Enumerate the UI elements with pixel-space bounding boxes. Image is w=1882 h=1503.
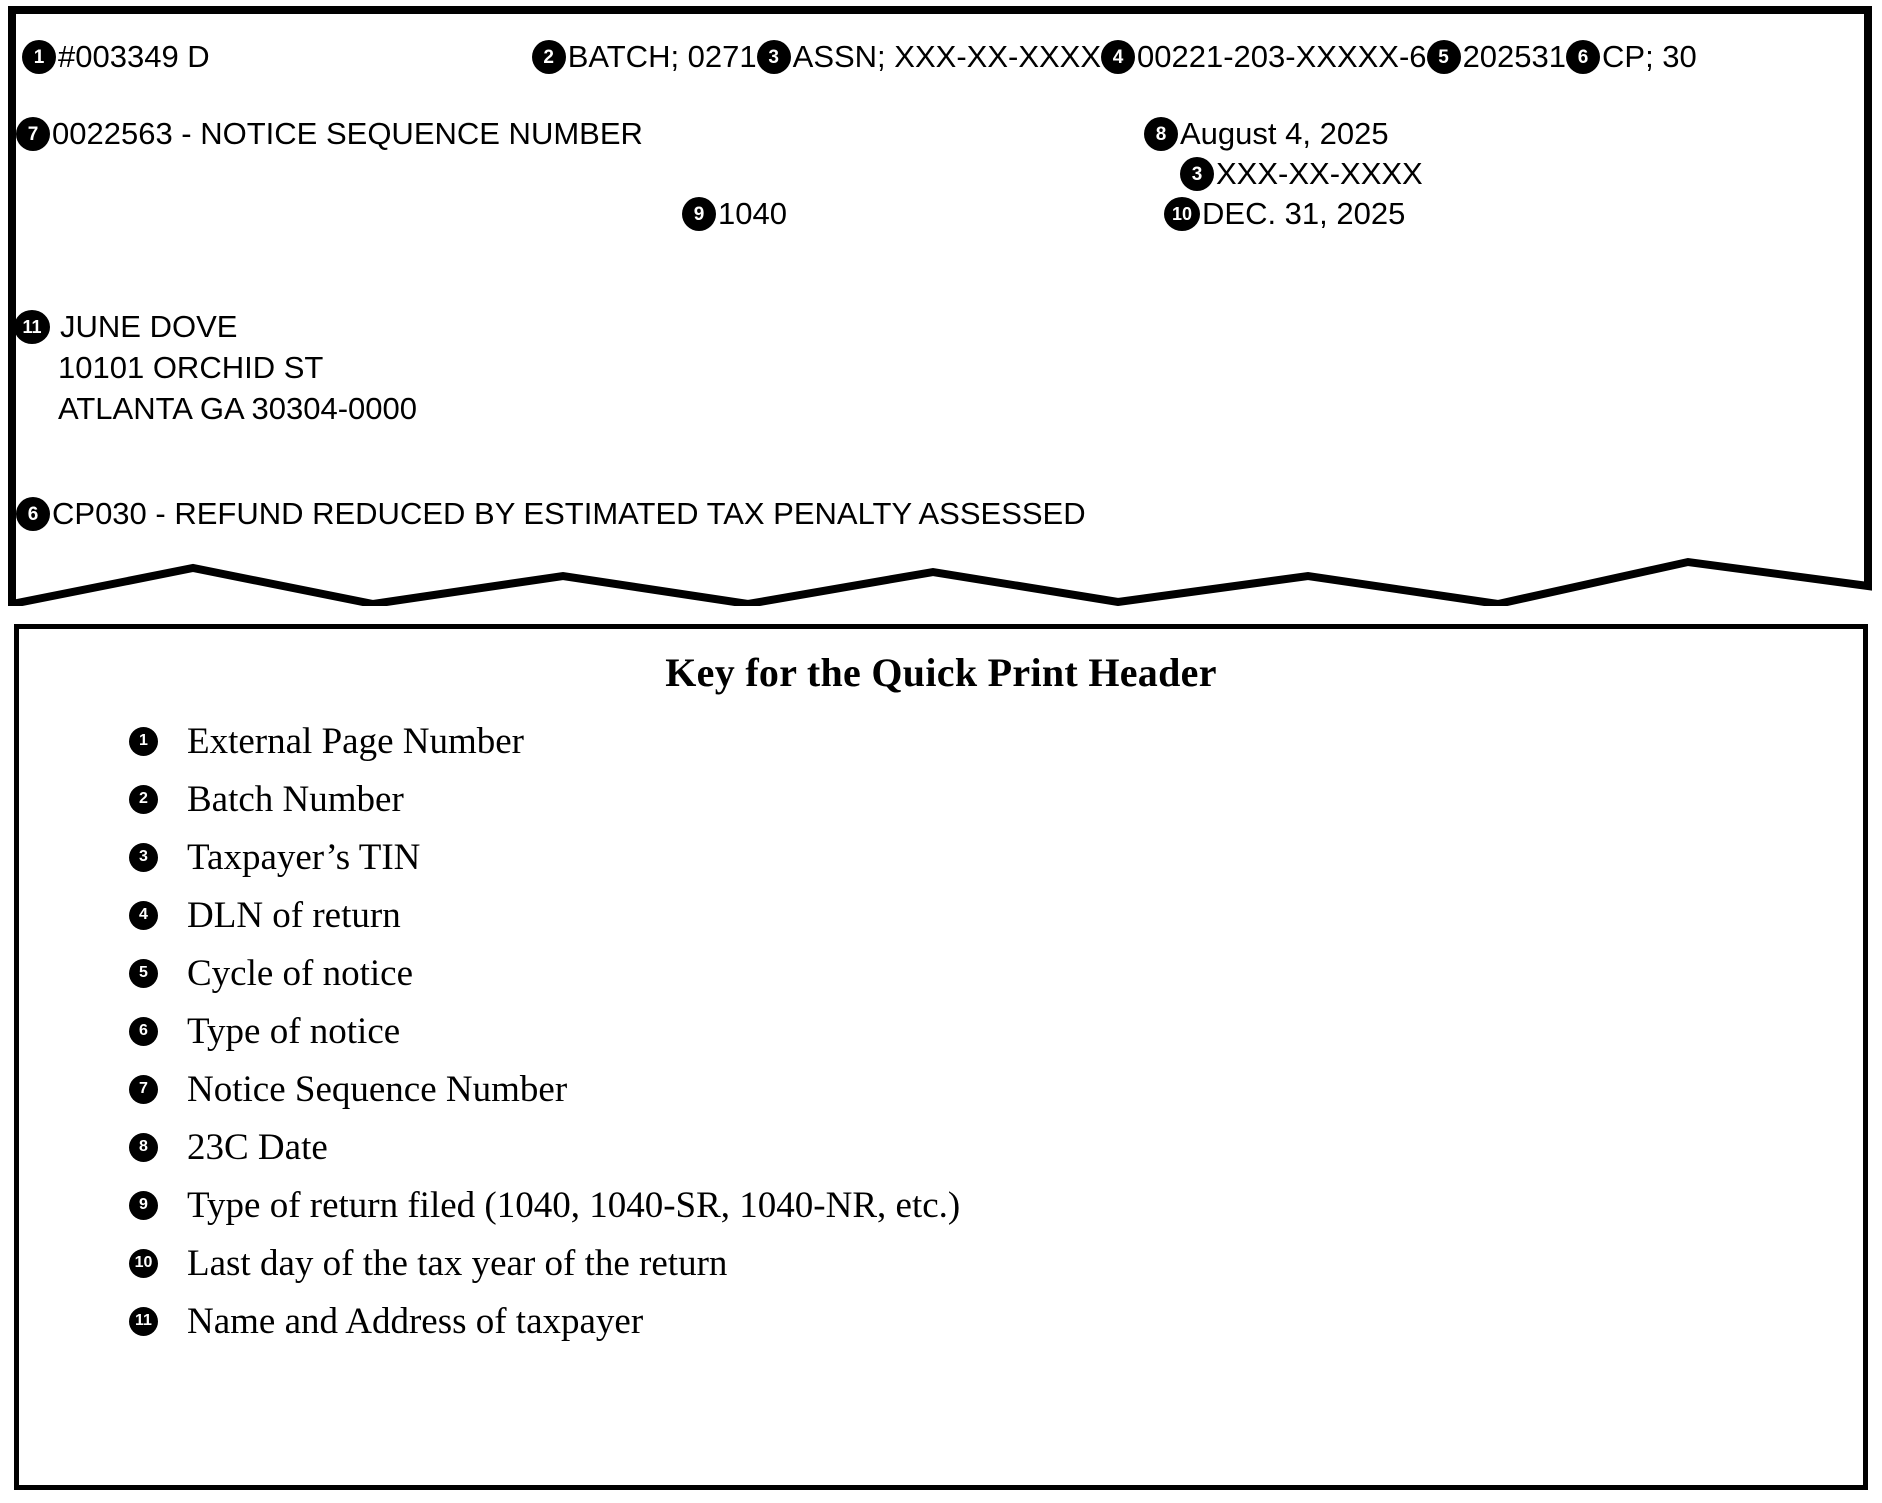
dln-field: 4 00221-203-XXXXX-6 (1101, 39, 1427, 75)
assn-tin-value: ASSN; XXX-XX-XXXX (792, 39, 1102, 74)
key-label-5: Cycle of notice (187, 952, 414, 994)
notice-type-code-field: 6 CP; 30 (1566, 39, 1697, 75)
marker-11-badge: 11 (14, 309, 50, 344)
key-legend-item: 9 Type of return filed (1040, 1040-SR, 1… (129, 1176, 1863, 1234)
marker-6-badge-secondary: 6 (16, 497, 50, 531)
notice-sequence-number-value: 0022563 - NOTICE SEQUENCE NUMBER (52, 116, 643, 151)
key-label-6: Type of notice (187, 1010, 401, 1052)
notice-type-description-value: CP030 - REFUND REDUCED BY ESTIMATED TAX … (52, 496, 1086, 531)
taxpayer-tin-field: 3 XXX-XX-XXXX (1180, 156, 1423, 192)
batch-number-value: BATCH; 0271 (567, 39, 757, 74)
key-legend-list: 1 External Page Number 2 Batch Number 3 … (129, 712, 1863, 1350)
key-marker-4-badge: 4 (129, 900, 158, 930)
key-marker-10-badge: 10 (129, 1248, 158, 1278)
key-legend-item: 8 23C Date (129, 1118, 1863, 1176)
marker-2-badge: 2 (531, 40, 566, 74)
key-marker-7-badge: 7 (129, 1074, 158, 1104)
batch-number-field: 2 BATCH; 0271 (531, 39, 757, 75)
key-label-11: Name and Address of taxpayer (187, 1300, 644, 1342)
key-marker-8-badge: 8 (129, 1132, 158, 1162)
key-legend-item: 10 Last day of the tax year of the retur… (129, 1234, 1863, 1292)
return-type-value: 1040 (718, 196, 787, 231)
notice-type-code-value: CP; 30 (1602, 39, 1697, 74)
key-legend-title: Key for the Quick Print Header (665, 650, 1217, 695)
key-legend-box: Key for the Quick Print Header 1 Externa… (14, 624, 1868, 1490)
external-page-number-value: #003349 D (58, 39, 210, 74)
key-label-1: External Page Number (187, 720, 524, 762)
key-legend-item: 2 Batch Number (129, 770, 1863, 828)
taxpayer-address-block: 11 JUNE DOVE 10101 ORCHID ST ATLANTA GA … (14, 306, 417, 429)
key-marker-1-badge: 1 (129, 726, 158, 756)
key-label-9: Type of return filed (1040, 1040-SR, 104… (187, 1184, 961, 1226)
tax-year-end-value: DEC. 31, 2025 (1202, 196, 1406, 231)
return-type-field: 9 1040 (682, 196, 787, 232)
taxpayer-street-value: 10101 ORCHID ST (58, 350, 324, 385)
key-marker-9-badge: 9 (129, 1190, 158, 1220)
marker-9-badge: 9 (682, 197, 716, 231)
key-legend-item: 1 External Page Number (129, 712, 1863, 770)
header-top-row: 1 #003349 D 2 BATCH; 0271 3 ASSN; XXX-XX… (22, 39, 1862, 75)
taxpayer-tin-value: XXX-XX-XXXX (1216, 156, 1423, 191)
taxpayer-city-state-zip-value: ATLANTA GA 30304-0000 (58, 391, 418, 426)
dln-value: 00221-203-XXXXX-6 (1137, 39, 1427, 74)
key-marker-2-badge: 2 (129, 784, 158, 814)
marker-6-badge: 6 (1566, 40, 1601, 74)
key-legend-item: 5 Cycle of notice (129, 944, 1863, 1002)
cycle-field: 5 202531 (1426, 39, 1567, 75)
key-legend-item: 3 Taxpayer’s TIN (129, 828, 1863, 886)
taxpayer-name-value: JUNE DOVE (60, 309, 238, 344)
marker-1-badge: 1 (22, 40, 56, 74)
notice-sequence-number-field: 7 0022563 - NOTICE SEQUENCE NUMBER (16, 116, 643, 152)
key-label-4: DLN of return (187, 894, 401, 936)
date-23c-value: August 4, 2025 (1180, 116, 1389, 151)
assn-tin-field: 3 ASSN; XXX-XX-XXXX (756, 39, 1102, 75)
taxpayer-name-row: 11 JUNE DOVE (14, 306, 417, 347)
key-label-8: 23C Date (187, 1126, 328, 1168)
key-legend-item: 6 Type of notice (129, 1002, 1863, 1060)
key-label-10: Last day of the tax year of the return (187, 1242, 728, 1284)
date-23c-field: 8 August 4, 2025 (1144, 116, 1389, 152)
quick-print-header-sample: 1 #003349 D 2 BATCH; 0271 3 ASSN; XXX-XX… (8, 6, 1872, 606)
marker-10-badge: 10 (1164, 197, 1200, 231)
key-marker-3-badge: 3 (129, 842, 158, 872)
marker-3-badge: 3 (756, 40, 791, 74)
key-marker-6-badge: 6 (129, 1016, 158, 1046)
notice-type-description-field: 6 CP030 - REFUND REDUCED BY ESTIMATED TA… (16, 496, 1086, 532)
tax-year-end-field: 10 DEC. 31, 2025 (1164, 196, 1405, 232)
cycle-value: 202531 (1462, 39, 1567, 74)
key-marker-5-badge: 5 (129, 958, 158, 988)
key-label-2: Batch Number (187, 778, 404, 820)
key-label-7: Notice Sequence Number (187, 1068, 568, 1110)
marker-3-badge-secondary: 3 (1180, 157, 1214, 191)
marker-8-badge: 8 (1144, 117, 1178, 151)
key-label-3: Taxpayer’s TIN (187, 836, 421, 878)
key-legend-item: 11 Name and Address of taxpayer (129, 1292, 1863, 1350)
key-legend-item: 4 DLN of return (129, 886, 1863, 944)
key-marker-11-badge: 11 (129, 1306, 158, 1336)
marker-5-badge: 5 (1426, 40, 1461, 74)
external-page-number-field: 1 #003349 D (22, 39, 210, 75)
marker-7-badge: 7 (16, 117, 50, 151)
marker-4-badge: 4 (1101, 40, 1136, 74)
key-legend-item: 7 Notice Sequence Number (129, 1060, 1863, 1118)
